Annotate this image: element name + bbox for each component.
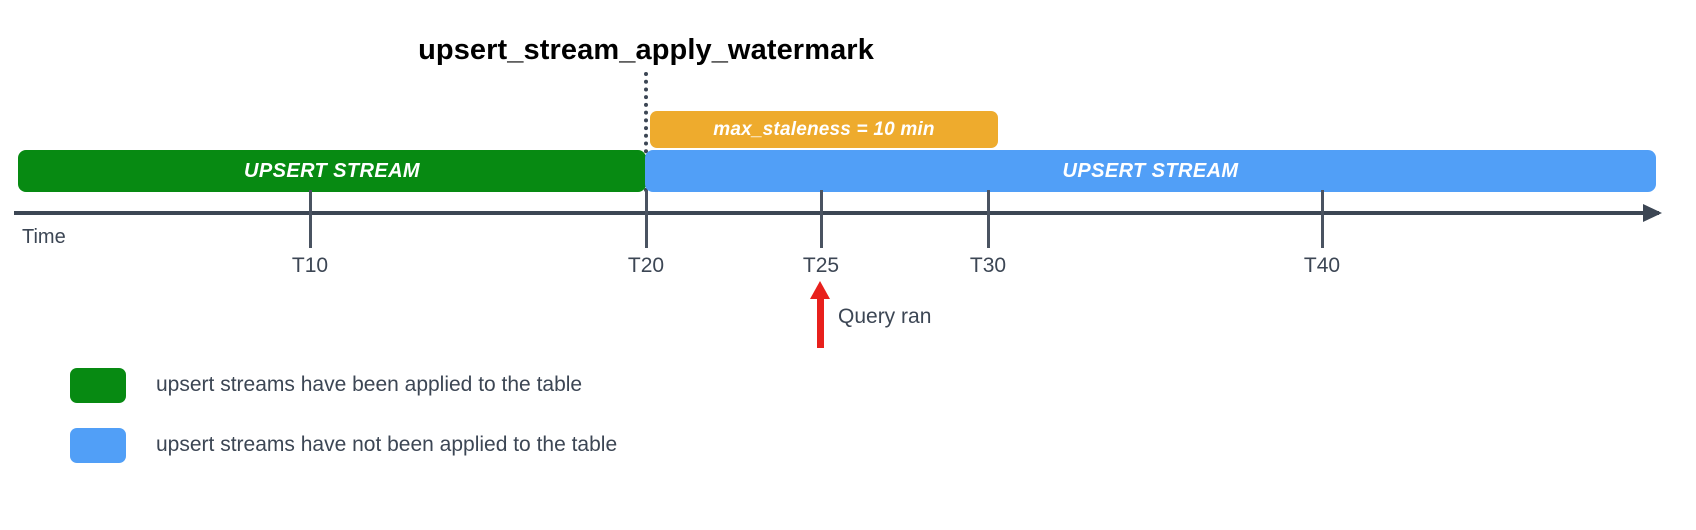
axis-tick-label-t30: T30 — [969, 254, 1007, 277]
legend-swatch-applied — [70, 367, 126, 403]
axis-tick-label-t20: T20 — [627, 254, 665, 277]
max-staleness-label: max_staleness = 10 min — [713, 118, 935, 140]
legend-item-label: upsert streams have been applied to the … — [156, 373, 583, 396]
legend-item: upsert streams have not been applied to … — [70, 415, 617, 475]
upsert-stream-applied-bar: UPSERT STREAM — [18, 150, 646, 192]
upsert-stream-unapplied-label: UPSERT STREAM — [1062, 159, 1239, 182]
axis-tick-t10 — [309, 190, 312, 248]
time-axis — [14, 211, 1659, 215]
time-axis-label: Time — [22, 226, 66, 248]
axis-tick-t40 — [1321, 190, 1324, 248]
watermark-dotted-line — [644, 72, 648, 192]
legend-item: upsert streams have been applied to the … — [70, 355, 617, 415]
page-title: upsert_stream_apply_watermark — [418, 34, 874, 66]
axis-tick-label-t25: T25 — [802, 254, 840, 277]
time-axis-arrow-icon — [1643, 204, 1662, 222]
query-arrow-shaft — [817, 296, 824, 348]
axis-tick-t20 — [645, 190, 648, 248]
axis-tick-t30 — [987, 190, 990, 248]
max-staleness-bar: max_staleness = 10 min — [650, 111, 998, 148]
query-ran-label: Query ran — [838, 305, 932, 328]
legend-item-label: upsert streams have not been applied to … — [156, 433, 618, 456]
legend-swatch-unapplied — [70, 427, 126, 463]
upsert-stream-unapplied-bar: UPSERT STREAM — [645, 150, 1656, 192]
axis-tick-label-t10: T10 — [291, 254, 329, 277]
legend: upsert streams have been applied to the … — [70, 355, 617, 475]
query-arrow-icon — [810, 281, 830, 299]
axis-tick-label-t40: T40 — [1303, 254, 1341, 277]
upsert-stream-applied-label: UPSERT STREAM — [244, 159, 420, 182]
axis-tick-t25 — [820, 190, 823, 248]
